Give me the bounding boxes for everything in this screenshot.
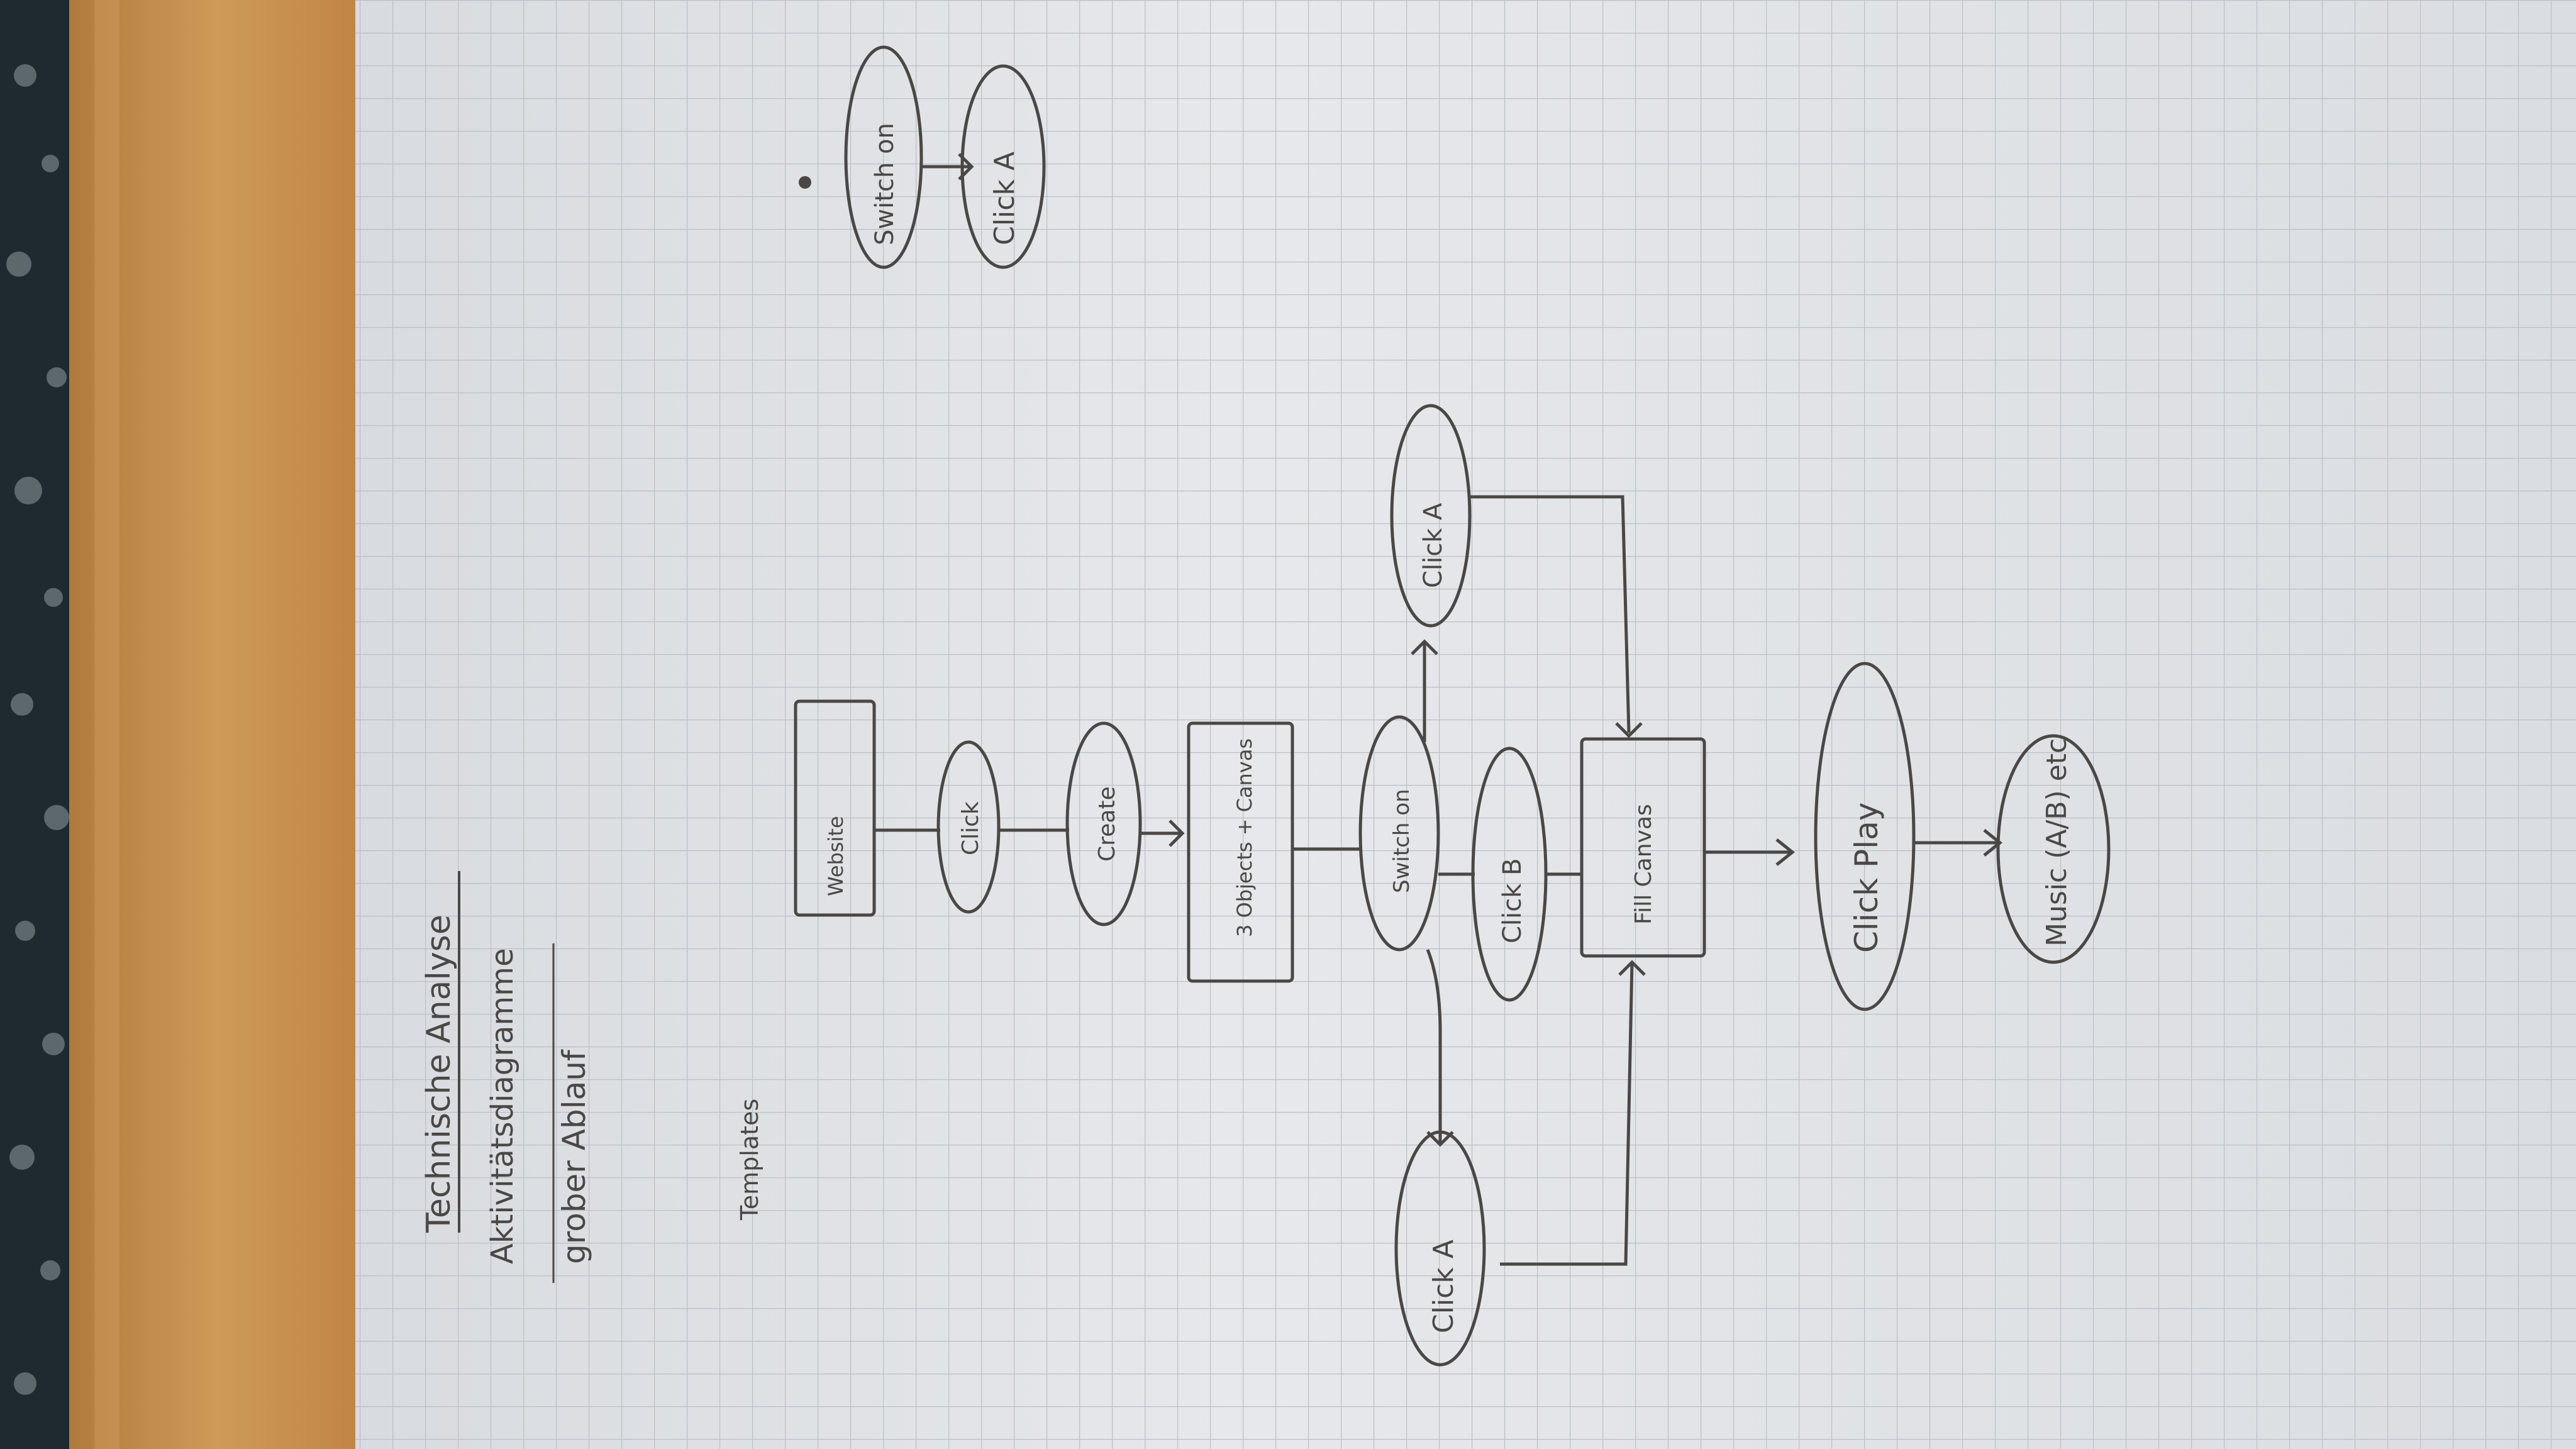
mini-click-a-label: Click A [989, 152, 1021, 245]
click-a-left-ellipse [1394, 1130, 1486, 1367]
music-label: Music (A/B) etc [2041, 738, 2073, 947]
arrow-play-music [1914, 829, 2003, 857]
arrow-switch-click-a-left [1426, 949, 1454, 1147]
heading-block: Technische Analyse Aktivitätsdiagramme g… [420, 871, 763, 1283]
click-a-right-ellipse [1390, 404, 1472, 628]
start-box [794, 699, 876, 917]
arrow-switch-click-a-right [1411, 639, 1438, 742]
objects-label: 3 Objects + Canvas [1233, 738, 1257, 937]
create-ellipse [1065, 721, 1142, 926]
paper-grid [355, 0, 2576, 1449]
switch-on-ellipse [1358, 715, 1440, 952]
arrow-create-objects [1140, 819, 1185, 847]
heading-title: Technische Analyse [420, 914, 458, 1233]
mini-click-a-ellipse [960, 64, 1046, 269]
side-note: Templates [736, 1099, 763, 1221]
click-play-label: Click Play [1848, 802, 1885, 953]
arrow-fill-click-play [1704, 838, 1796, 866]
wooden-table [69, 0, 365, 1449]
click-label: Click [958, 801, 984, 855]
music-ellipse [1996, 734, 2111, 964]
objects-box [1187, 721, 1294, 983]
main-flow [794, 404, 2111, 1367]
mini-switch-on-ellipse [844, 45, 923, 269]
mini-flow: Switch on Click A [799, 45, 1046, 269]
cloth-background [0, 0, 82, 1449]
start-label: Website [824, 816, 848, 896]
click-a-left-label: Click A [1428, 1240, 1460, 1333]
arrow-click-a-right-fill [1470, 495, 1643, 738]
heading-subtitle: Aktivitätsdiagramme [485, 948, 520, 1264]
click-ellipse [936, 740, 1001, 914]
cloth-pattern [6, 64, 69, 1395]
flow-labels: Website Click Create 3 Objects + Canvas … [824, 502, 2073, 1333]
arrow-click-a-left-fill [1500, 960, 1646, 1266]
switch-on-label: Switch on [1389, 789, 1414, 893]
fill-canvas-label: Fill Canvas [1631, 804, 1657, 924]
wood-highlight [94, 0, 119, 1449]
click-play-ellipse [1814, 662, 1916, 1011]
click-a-right-label: Click A [1419, 502, 1448, 588]
click-b-label: Click B [1498, 858, 1527, 943]
mini-switch-on-label: Switch on [870, 123, 899, 245]
heading-note: grober Ablauf [556, 1049, 592, 1264]
fill-canvas-box [1580, 737, 1706, 958]
create-label: Create [1094, 786, 1120, 862]
mini-dot [799, 176, 811, 189]
